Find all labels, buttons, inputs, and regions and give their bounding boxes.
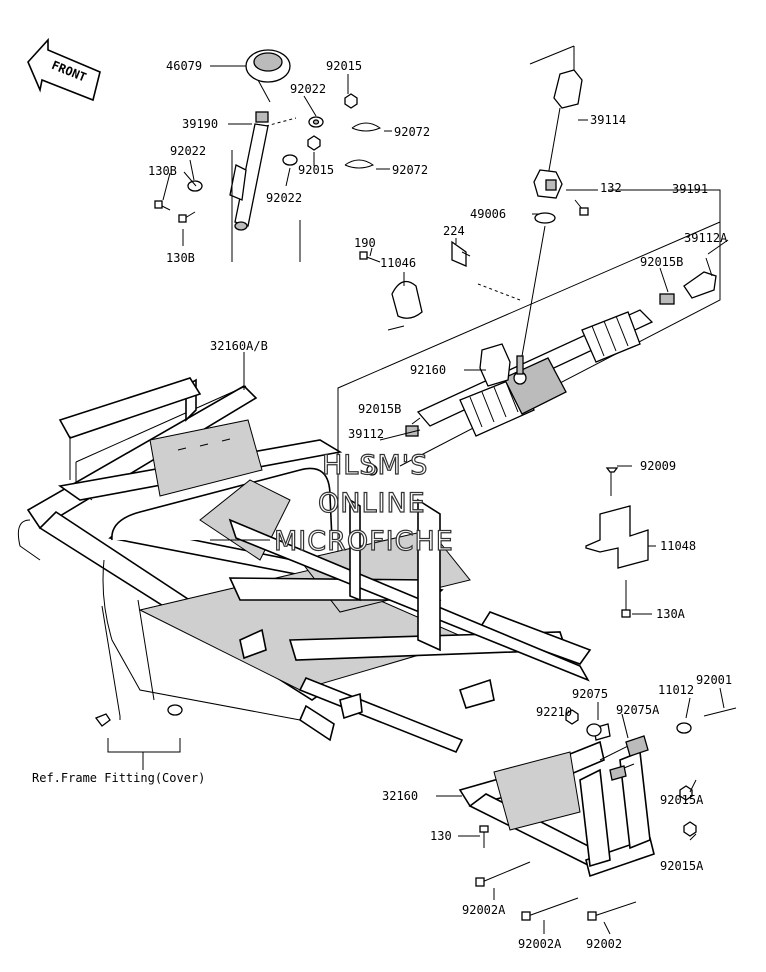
callout-130B-b: 130B xyxy=(166,251,195,265)
callout-92002A-b: 92002A xyxy=(518,937,562,951)
callout-92002: 92002 xyxy=(586,937,622,951)
washer-part xyxy=(534,212,556,224)
callout-224: 224 xyxy=(443,224,465,238)
callout-11012: 11012 xyxy=(658,683,694,697)
callout-labels: 46079 92015 92022 39190 92072 92022 130B… xyxy=(32,59,732,951)
callout-39190: 39190 xyxy=(182,117,218,131)
callout-92015B-b: 92015B xyxy=(358,402,401,416)
callout-132: 132 xyxy=(600,181,622,195)
callout-190: 190 xyxy=(354,236,376,250)
callout-92075: 92075 xyxy=(572,687,608,701)
reference-note: Ref.Frame Fitting(Cover) xyxy=(32,771,205,785)
callout-92022-b: 92022 xyxy=(170,144,206,158)
watermark-line-1: HLSM'S xyxy=(322,450,428,481)
callout-92015A-b: 92015A xyxy=(660,859,704,873)
callout-92002A-a: 92002A xyxy=(462,903,506,917)
callout-11046: 11046 xyxy=(380,256,416,270)
callout-92015-mid: 92015 xyxy=(298,163,334,177)
callout-39112: 39112 xyxy=(348,427,384,441)
callout-92075A: 92075A xyxy=(616,703,660,717)
steering-rack-group xyxy=(337,189,729,560)
callout-46079: 46079 xyxy=(166,59,202,73)
watermark-line-2: ONLINE xyxy=(318,488,426,519)
callout-39191: 39191 xyxy=(672,182,708,196)
main-frame-drawing xyxy=(17,352,592,770)
steering-column-group xyxy=(154,49,392,262)
callout-130: 130 xyxy=(430,829,452,843)
watermark: HLSM'S ONLINE MICROFICHE xyxy=(273,449,454,557)
callout-92022-c: 92022 xyxy=(266,191,302,205)
callout-92210: 92210 xyxy=(536,705,572,719)
callout-92015-top: 92015 xyxy=(326,59,362,73)
bracket-group xyxy=(585,465,656,618)
callout-92001: 92001 xyxy=(696,673,732,687)
watermark-line-3: MICROFICHE xyxy=(274,526,454,557)
callout-92072-b: 92072 xyxy=(392,163,428,177)
callout-130B-a: 130B xyxy=(148,164,177,178)
front-arrow-icon: FRONT xyxy=(27,37,101,102)
callout-92009: 92009 xyxy=(640,459,676,473)
callout-49006: 49006 xyxy=(470,207,506,221)
callout-130A: 130A xyxy=(656,607,686,621)
callout-39114: 39114 xyxy=(590,113,626,127)
callout-92015B-a: 92015B xyxy=(640,255,683,269)
callout-92160: 92160 xyxy=(410,363,446,377)
callout-92072-a: 92072 xyxy=(394,125,430,139)
callout-92015A-a: 92015A xyxy=(660,793,704,807)
callout-11048: 11048 xyxy=(660,539,696,553)
callout-39112A: 39112A xyxy=(684,231,728,245)
intermediate-shaft-group xyxy=(521,45,598,357)
subframe-drawing xyxy=(436,687,737,935)
callout-32160: 32160 xyxy=(382,789,418,803)
callout-32160AB: 32160A/B xyxy=(210,339,268,353)
callout-92022-a: 92022 xyxy=(290,82,326,96)
